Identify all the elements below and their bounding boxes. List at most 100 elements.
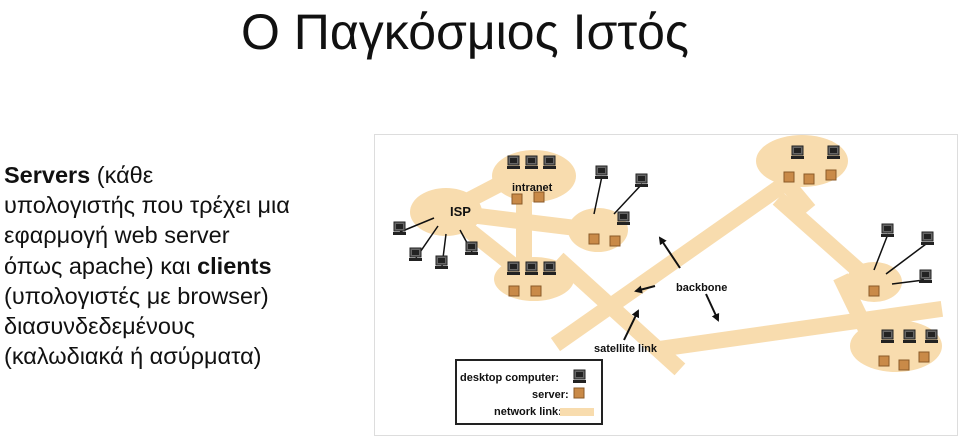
text-line-2: υπολογιστής που τρέχει μια [4, 192, 290, 219]
desktop-keyboard [507, 272, 520, 275]
server-icon [530, 285, 542, 297]
desktop-computer-icon [925, 329, 938, 343]
desktop-screen-inner [638, 176, 645, 181]
top-right-cluster [756, 135, 848, 187]
satellite-link-label: satellite link [594, 343, 658, 355]
desktop-computer-icon [543, 261, 556, 275]
desktop-keyboard [465, 252, 478, 255]
desktop-screen-inner [922, 272, 929, 277]
desktop-keyboard [435, 266, 448, 269]
server-icon [588, 233, 600, 245]
desktop-screen-inner [528, 158, 535, 163]
desktop-screen-inner [884, 226, 891, 231]
server-icon [918, 351, 930, 363]
desktop-screen-inner [510, 158, 517, 163]
desktop-keyboard [525, 166, 538, 169]
desktop-screen-inner [396, 224, 403, 229]
desktop-computer-icon [791, 145, 804, 159]
desktop-computer-icon [881, 223, 894, 237]
desktop-screen-inner [438, 258, 445, 263]
desktop-computer-icon [393, 221, 406, 235]
desktop-screen-inner [906, 332, 913, 337]
desktop-keyboard [543, 272, 556, 275]
desktop-computer-icon [409, 247, 422, 261]
desktop-keyboard [595, 176, 608, 179]
text-line-7: (καλωδιακά ή ασύρματα) [4, 343, 262, 370]
server-icon [803, 173, 815, 185]
bottom-right-cluster [850, 320, 942, 372]
desktop-keyboard [827, 156, 840, 159]
desktop-keyboard [393, 232, 406, 235]
desktop-computer-icon [903, 329, 916, 343]
legend-network-swatch [560, 408, 594, 416]
server-icon [573, 387, 585, 399]
desktop-computer-icon [921, 231, 934, 245]
desktop-screen-inner [598, 168, 605, 173]
desktop-keyboard [903, 340, 916, 343]
servers-term: Servers [4, 162, 91, 188]
network-diagram: ISP intranet backbone satellite link des… [374, 134, 958, 436]
server-icon [533, 191, 545, 203]
desktop-computer-icon [507, 155, 520, 169]
desktop-keyboard [881, 234, 894, 237]
desktop-screen-inner [510, 264, 517, 269]
client-wire [613, 183, 643, 215]
desktop-screen-inner [528, 264, 535, 269]
network-link [552, 252, 686, 376]
desktop-keyboard [919, 280, 932, 283]
desktop-screen-inner [576, 372, 583, 377]
desktop-keyboard [573, 380, 586, 383]
desktop-computer-icon [595, 165, 608, 179]
desktop-keyboard [507, 166, 520, 169]
desktop-computer-icon [827, 145, 840, 159]
desktop-screen-inner [928, 332, 935, 337]
desktop-keyboard [409, 258, 422, 261]
satellite-arrow [623, 309, 639, 341]
desktop-screen-inner [830, 148, 837, 153]
text-line-1: Servers (κάθε [4, 160, 374, 190]
legend-icons [560, 369, 594, 416]
server-icon [868, 285, 880, 297]
text-line-1-rest: (κάθε [90, 162, 154, 188]
client-wire [873, 233, 889, 271]
server-icon [825, 169, 837, 181]
isp-cloud [410, 188, 482, 236]
clients-term: clients [197, 252, 272, 279]
client-wire [885, 243, 927, 275]
text-line-5: (υπολογιστές με browser) [4, 282, 269, 309]
desktop-screen-inner [794, 148, 801, 153]
desktop-computer-icon [881, 329, 894, 343]
desktop-keyboard [543, 166, 556, 169]
server-icon [609, 235, 621, 247]
server-icon [511, 193, 523, 205]
desktop-computer-icon [465, 241, 478, 255]
text-line-4-pre: όπως apache) και [4, 252, 198, 279]
legend-network-label: network link: [494, 406, 562, 418]
legend-desktop-label: desktop computer: [460, 372, 559, 384]
desktop-keyboard [617, 222, 630, 225]
server-icon [878, 355, 890, 367]
desktop-keyboard [525, 272, 538, 275]
server-icon [508, 285, 520, 297]
desktop-screen-inner [546, 264, 553, 269]
network-diagram-svg: ISP intranet backbone satellite link des… [374, 134, 958, 436]
description-text: Servers (κάθε υπολογιστής που τρέχει μια… [4, 160, 374, 371]
network-link [656, 300, 944, 358]
text-line-3: εφαρμογή web server [4, 222, 230, 249]
desktop-computer-icon [543, 155, 556, 169]
legend: desktop computer: server: network link: [455, 359, 603, 425]
text-line-4: όπως apache) και clients [4, 251, 374, 281]
intranet-label: intranet [512, 182, 553, 194]
desktop-computer-icon [573, 369, 586, 383]
desktop-keyboard [791, 156, 804, 159]
desktop-screen-inner [620, 214, 627, 219]
client-wire [891, 279, 925, 285]
client-wires [399, 175, 927, 285]
desktop-computer-icon [435, 255, 448, 269]
desktop-computer-icon [635, 173, 648, 187]
network-nodes [393, 145, 938, 371]
desktop-computer-icon [525, 261, 538, 275]
desktop-computer-icon [919, 269, 932, 283]
desktop-screen-inner [546, 158, 553, 163]
desktop-keyboard [881, 340, 894, 343]
